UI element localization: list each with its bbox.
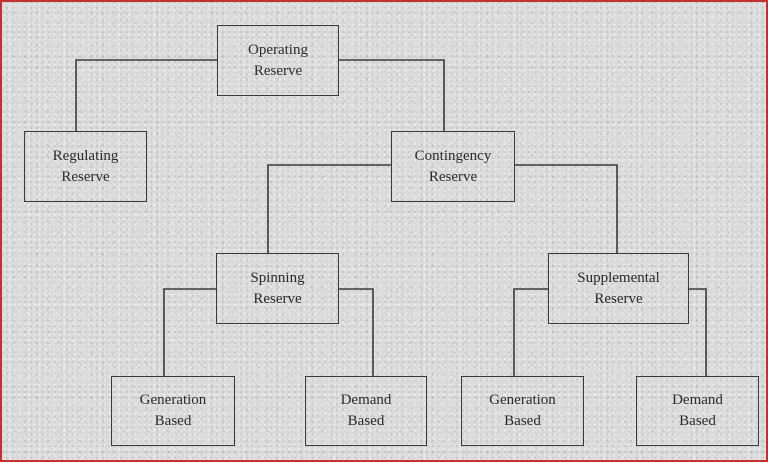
node-label-line2: Based bbox=[504, 413, 541, 429]
node-label-line2: Based bbox=[154, 413, 192, 429]
node-label-line1: Supplemental bbox=[577, 269, 660, 286]
node-label-line1: Generation bbox=[489, 392, 556, 408]
node-label-line2: Reserve bbox=[61, 168, 110, 185]
node-label-line1: Regulating bbox=[52, 147, 119, 164]
node-supplemental-reserve: Supplemental Reserve bbox=[548, 253, 689, 324]
edge-contingency-spinning bbox=[267, 164, 391, 253]
edge-operating-contingency bbox=[338, 59, 445, 131]
node-label-line1: Demand bbox=[340, 392, 392, 408]
node-supplemental-generation-based: Generation Based bbox=[461, 376, 584, 446]
node-label-line1: Spinning bbox=[250, 269, 305, 286]
edge-operating-regulating bbox=[75, 59, 217, 131]
node-contingency-reserve: Contingency Reserve bbox=[391, 131, 515, 202]
node-operating-reserve: Operating Reserve bbox=[217, 25, 339, 96]
node-label-line2: Reserve bbox=[253, 290, 302, 307]
node-spinning-reserve: Spinning Reserve bbox=[216, 253, 339, 324]
node-label-line1: Contingency bbox=[414, 147, 492, 164]
node-label-line2: Reserve bbox=[428, 168, 478, 185]
edge-contingency-supplemental bbox=[514, 164, 618, 253]
node-spinning-generation-based: Generation Based bbox=[111, 376, 235, 446]
edge-supplemental-demand bbox=[688, 288, 707, 376]
node-regulating-reserve: Regulating Reserve bbox=[24, 131, 147, 202]
node-label-line2: Reserve bbox=[253, 62, 303, 79]
edge-supplemental-generation bbox=[513, 288, 548, 376]
node-supplemental-demand-based: Demand Based bbox=[636, 376, 759, 446]
edge-spinning-generation bbox=[163, 288, 216, 376]
node-label-line2: Based bbox=[679, 413, 716, 429]
node-label-line2: Based bbox=[347, 413, 385, 429]
node-label-line1: Demand bbox=[672, 392, 723, 408]
node-label-line2: Reserve bbox=[594, 290, 643, 307]
node-spinning-demand-based: Demand Based bbox=[305, 376, 427, 446]
node-label-line1: Generation bbox=[139, 392, 207, 408]
node-label-line1: Operating bbox=[248, 41, 308, 58]
edge-spinning-demand bbox=[339, 288, 374, 376]
